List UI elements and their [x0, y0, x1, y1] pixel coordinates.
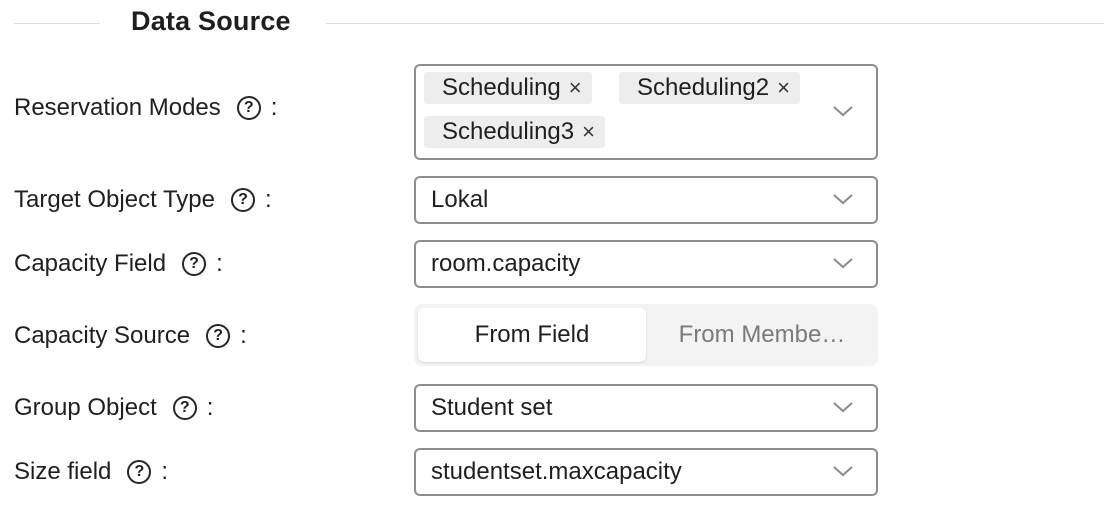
close-icon[interactable]: ×	[777, 75, 790, 100]
reservation-modes-multiselect[interactable]: Scheduling × Scheduling2 × Scheduling3 ×	[414, 64, 878, 160]
segment-from-field[interactable]: From Field	[418, 308, 646, 362]
capacity-source-label: Capacity Source ? :	[14, 316, 247, 356]
group-object-select[interactable]: Student set	[414, 384, 878, 432]
select-value: Student set	[431, 394, 553, 421]
label-text: Size field	[14, 458, 112, 485]
label-colon: :	[161, 458, 169, 485]
size-field-label: Size field ? :	[14, 452, 168, 492]
capacity-source-segmented-control: From Field From Membe…	[414, 304, 878, 366]
question-circle-icon[interactable]: ?	[236, 96, 261, 120]
section-title: Data Source	[131, 6, 291, 36]
capacity-source-row: Capacity Source ? : From Field From Memb…	[0, 304, 1104, 368]
question-circle-icon[interactable]: ?	[182, 252, 207, 276]
chevron-down-icon[interactable]	[832, 104, 854, 118]
capacity-field-row: Capacity Field ? : room.capacity	[0, 240, 1104, 288]
tag-scheduling3: Scheduling3 ×	[424, 116, 605, 148]
close-icon[interactable]: ×	[568, 75, 582, 100]
target-object-type-row: Target Object Type ? : Lokal	[0, 176, 1104, 224]
label-colon: :	[265, 186, 272, 213]
chevron-down-icon[interactable]	[832, 464, 854, 478]
question-circle-icon[interactable]: ?	[127, 460, 152, 484]
tag-label: Scheduling2	[637, 74, 770, 101]
label-text: Capacity Field	[14, 250, 167, 277]
chevron-down-icon[interactable]	[832, 400, 854, 414]
tag-scheduling2: Scheduling2 ×	[619, 72, 800, 104]
question-circle-icon[interactable]: ?	[172, 396, 197, 420]
target-object-type-select[interactable]: Lokal	[414, 176, 878, 224]
divider-line-right	[326, 23, 1104, 24]
size-field-row: Size field ? : studentset.maxcapacity	[0, 448, 1104, 496]
label-colon: :	[216, 250, 223, 277]
label-colon: :	[270, 94, 278, 121]
divider-line-left	[14, 23, 100, 24]
label-text: Reservation Modes	[14, 94, 221, 121]
tag-label: Scheduling	[442, 74, 561, 101]
group-object-label: Group Object ? :	[14, 388, 213, 428]
close-icon[interactable]: ×	[582, 119, 595, 144]
reservation-modes-label: Reservation Modes ? :	[14, 88, 277, 128]
select-value: studentset.maxcapacity	[431, 458, 682, 485]
section-divider: Data Source	[14, 0, 1104, 48]
target-object-type-label: Target Object Type ? :	[14, 180, 272, 220]
label-text: Capacity Source	[14, 322, 191, 349]
group-object-row: Group Object ? : Student set	[0, 384, 1104, 432]
label-colon: :	[240, 322, 247, 349]
tag-label: Scheduling3	[442, 118, 575, 145]
capacity-field-label: Capacity Field ? :	[14, 244, 223, 284]
chevron-down-icon[interactable]	[832, 192, 854, 206]
label-colon: :	[206, 394, 214, 421]
label-text: Target Object Type	[14, 186, 215, 213]
reservation-modes-row: Reservation Modes ? : Scheduling × Sched…	[0, 64, 1104, 160]
segment-from-members[interactable]: From Membe…	[678, 321, 846, 348]
chevron-down-icon[interactable]	[832, 256, 854, 270]
question-circle-icon[interactable]: ?	[206, 324, 231, 348]
question-circle-icon[interactable]: ?	[231, 188, 255, 212]
select-value: Lokal	[431, 186, 489, 213]
select-value: room.capacity	[431, 250, 581, 277]
capacity-field-select[interactable]: room.capacity	[414, 240, 878, 288]
size-field-select[interactable]: studentset.maxcapacity	[414, 448, 878, 496]
tag-scheduling: Scheduling ×	[424, 72, 592, 104]
label-text: Group Object	[14, 394, 157, 421]
